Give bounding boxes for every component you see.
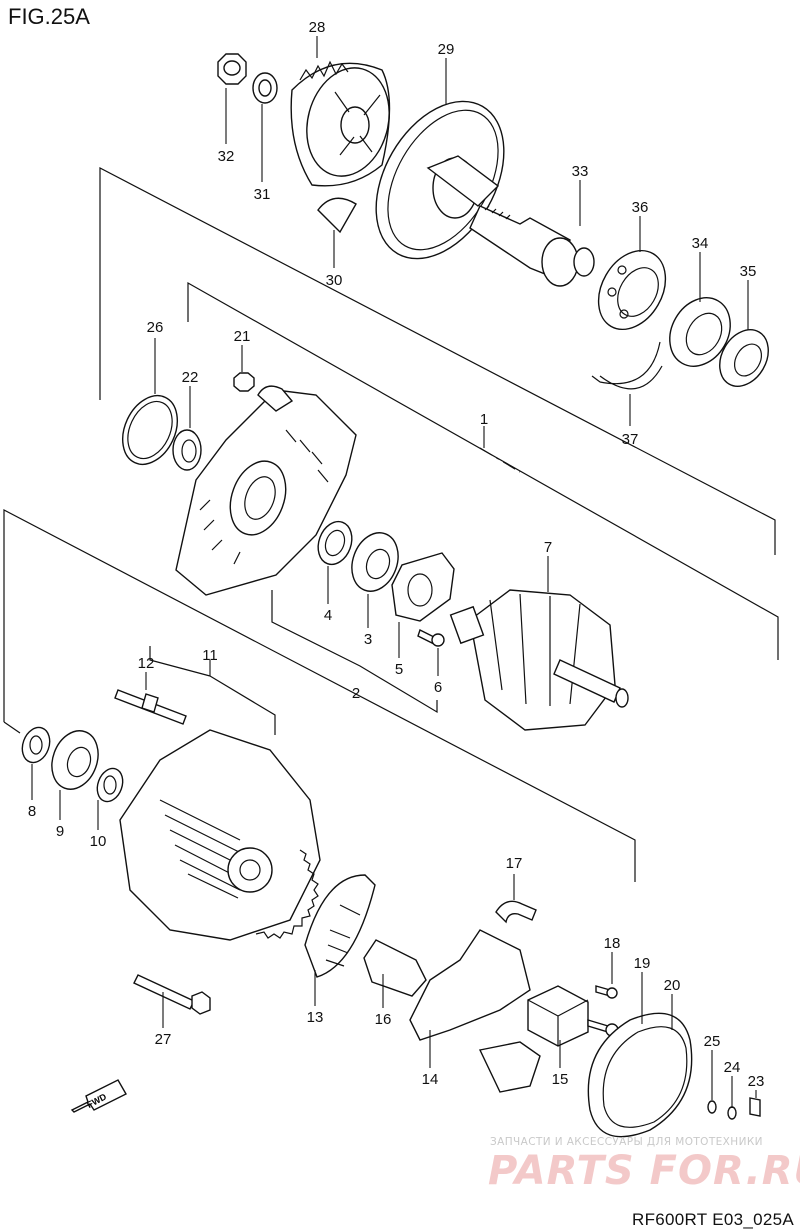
callout-24: 24 [724, 1059, 741, 1076]
callout-29: 29 [438, 41, 455, 58]
callout-37: 37 [622, 431, 639, 448]
callout-23: 23 [748, 1073, 765, 1090]
callout-33: 33 [572, 163, 589, 180]
part-24-washer [727, 1106, 737, 1120]
callout-6: 6 [434, 679, 442, 696]
part-27-bolt [133, 974, 211, 1015]
callout-36: 36 [632, 199, 649, 216]
part-37-circlip [591, 341, 663, 390]
fwd-arrow: FWD [70, 1079, 127, 1113]
callout-20: 20 [664, 977, 681, 994]
callout-13: 13 [307, 1009, 324, 1026]
callout-8: 8 [28, 803, 36, 820]
part-22-oil-seal [172, 429, 202, 471]
callout-25: 25 [704, 1033, 721, 1050]
callout-5: 5 [395, 661, 403, 678]
callout-7: 7 [544, 539, 552, 556]
part-5-retainer-plate [391, 552, 455, 622]
part-9-bearing [51, 730, 99, 790]
callout-26: 26 [147, 319, 164, 336]
callout-2: 2 [352, 685, 360, 702]
part-4-oil-seal [317, 520, 353, 566]
part-28-clutch [290, 60, 391, 187]
callout-9: 9 [56, 823, 64, 840]
part-20-cover [587, 1012, 693, 1138]
part-18-screw [595, 985, 618, 999]
part-14-lead-harness [409, 929, 541, 1093]
callout-34: 34 [692, 235, 709, 252]
part-8-washer [21, 726, 51, 764]
callout-28: 28 [309, 19, 326, 36]
part-3-bearing [351, 532, 399, 592]
part-34-collar [669, 297, 731, 367]
callout-30: 30 [326, 272, 343, 289]
part-29-driven-gear [375, 100, 505, 260]
callout-32: 32 [218, 148, 235, 165]
part-36-bearing [597, 249, 667, 331]
callout-18: 18 [604, 935, 621, 952]
callout-11: 11 [202, 647, 218, 664]
leader-lines [31, 36, 757, 1108]
part-7-rotor [449, 589, 629, 731]
callout-10: 10 [90, 833, 107, 850]
callout-27: 27 [155, 1031, 172, 1048]
callout-31: 31 [254, 186, 271, 203]
part-6-screw [417, 629, 445, 647]
callout-35: 35 [740, 263, 757, 280]
callout-numbers: 28 29 32 31 30 33 36 34 35 37 26 22 21 1… [28, 19, 765, 1090]
generator-housing [175, 385, 357, 596]
part-13-stator [304, 874, 376, 978]
part-31-washer [252, 72, 278, 104]
assembly-bracket-2 [271, 590, 438, 714]
part-23-screw [749, 1097, 761, 1117]
part-11-generator-cover [119, 729, 321, 941]
callout-16: 16 [375, 1011, 392, 1028]
part-21-nut [233, 372, 255, 392]
callout-17: 17 [506, 855, 523, 872]
figure-title: FIG.25A [8, 4, 90, 29]
part-35-bearing [719, 329, 769, 387]
callout-3: 3 [364, 631, 372, 648]
figure-code: RF600RT E03_025A [632, 1210, 794, 1229]
callout-22: 22 [182, 369, 199, 386]
watermark-tagline: ЗАПЧАСТИ И АКСЕССУАРЫ ДЛЯ МОТОТЕХНИКИ [490, 1136, 763, 1148]
part-10-seal [96, 767, 124, 803]
part-15-regulator [527, 985, 589, 1047]
callout-19: 19 [634, 955, 651, 972]
part-33-shaft [469, 205, 595, 287]
assembly-bracket-1 [99, 167, 779, 660]
part-26-o-ring [122, 395, 178, 465]
callout-4: 4 [324, 607, 332, 624]
part-16-pickup-coil [363, 939, 427, 997]
callout-1: 1 [480, 411, 488, 428]
callout-15: 15 [552, 1071, 569, 1088]
callout-21: 21 [234, 328, 251, 345]
watermark-logo: PARTS FOR.RU [488, 1148, 800, 1194]
part-25-washer [707, 1100, 717, 1114]
callout-12: 12 [138, 655, 155, 672]
assembly-bracket-main [3, 509, 636, 882]
part-30-key [317, 197, 357, 234]
part-17-grommet [495, 900, 537, 924]
callout-14: 14 [422, 1071, 439, 1088]
part-32-nut [217, 53, 247, 85]
part-12-stud-bolt [114, 689, 187, 725]
